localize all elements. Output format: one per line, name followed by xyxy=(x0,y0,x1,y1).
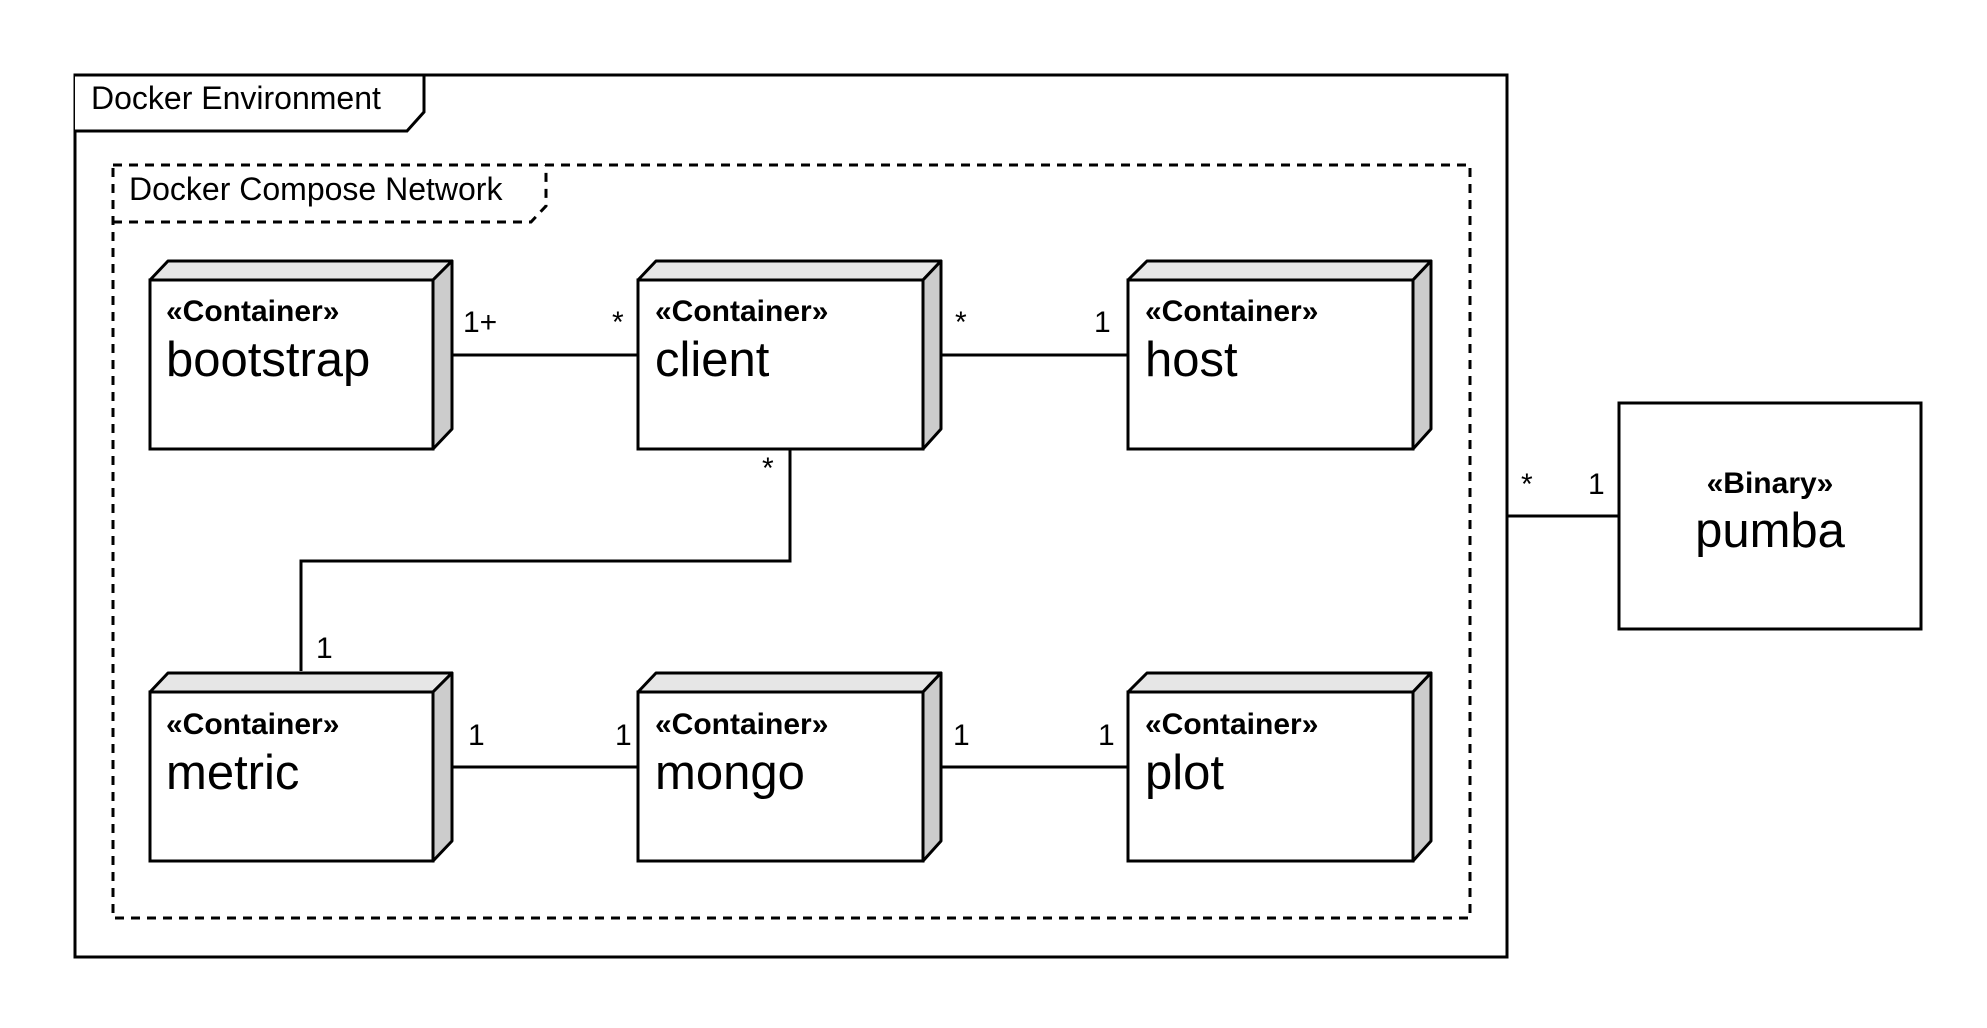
node-top-face xyxy=(636,671,943,694)
node-name: mongo xyxy=(655,746,805,800)
network-label-tab xyxy=(113,165,548,224)
docker-environment-frame: Docker Environment xyxy=(73,73,1509,959)
network-label: Docker Compose Network xyxy=(129,171,503,207)
connections xyxy=(299,353,1619,769)
mult-environment-pumba-to: 1 xyxy=(1588,468,1605,501)
node-stereotype: «Container» xyxy=(1145,295,1318,328)
node-front-face xyxy=(1126,690,1415,863)
node-top-face xyxy=(1126,259,1433,282)
mult-client-metric-to: 1 xyxy=(316,632,333,665)
node-pumba: «Binary» pumba xyxy=(1617,401,1923,631)
node-name: plot xyxy=(1145,746,1224,800)
mult-client-host-from: * xyxy=(955,306,967,339)
node-front-face xyxy=(636,278,925,451)
node-name: metric xyxy=(166,746,299,800)
node-plot: «Container» plot xyxy=(1126,671,1433,863)
node-front-face xyxy=(1126,278,1415,451)
node-side-face xyxy=(431,671,454,863)
node-stereotype: «Container» xyxy=(655,708,828,741)
edge-client-metric xyxy=(299,449,792,671)
node-top-face xyxy=(636,259,943,282)
mult-client-host-to: 1 xyxy=(1094,306,1111,339)
node-front-face xyxy=(1617,401,1923,631)
environment-label-tab xyxy=(75,73,426,133)
node-stereotype: «Binary» xyxy=(1707,467,1834,500)
multiplicities: 1+ * * 1 * 1 1 1 1 1 * 1 xyxy=(316,306,1605,752)
node-side-face xyxy=(921,671,943,863)
node-top-face xyxy=(1126,671,1433,694)
node-name: host xyxy=(1145,333,1238,387)
mult-client-metric-from: * xyxy=(762,452,774,485)
node-front-face xyxy=(636,690,925,863)
mult-mongo-plot-from: 1 xyxy=(953,719,970,752)
mult-metric-mongo-to: 1 xyxy=(615,719,632,752)
node-side-face xyxy=(1411,259,1433,451)
mult-mongo-plot-to: 1 xyxy=(1098,719,1115,752)
node-bootstrap: «Container» bootstrap xyxy=(148,259,454,451)
environment-label: Docker Environment xyxy=(91,80,381,116)
node-stereotype: «Container» xyxy=(655,295,828,328)
node-name: bootstrap xyxy=(166,333,370,387)
node-client: «Container» client xyxy=(636,259,943,451)
network-border xyxy=(111,163,1472,920)
docker-compose-network-frame: Docker Compose Network xyxy=(111,163,1472,920)
node-top-face xyxy=(148,259,454,282)
node-stereotype: «Container» xyxy=(166,295,339,328)
node-name: pumba xyxy=(1695,504,1846,558)
node-side-face xyxy=(1411,671,1433,863)
mult-bootstrap-client-from: 1+ xyxy=(463,306,497,339)
node-host: «Container» host xyxy=(1126,259,1433,451)
node-stereotype: «Container» xyxy=(166,708,339,741)
node-front-face xyxy=(148,278,435,451)
node-side-face xyxy=(921,259,943,451)
node-mongo: «Container» mongo xyxy=(636,671,943,863)
node-side-face xyxy=(431,259,454,451)
node-top-face xyxy=(148,671,454,694)
node-metric: «Container» metric xyxy=(148,671,454,863)
mult-environment-pumba-from: * xyxy=(1521,468,1533,501)
node-stereotype: «Container» xyxy=(1145,708,1318,741)
node-name: client xyxy=(655,333,770,387)
mult-bootstrap-client-to: * xyxy=(612,306,624,339)
mult-metric-mongo-from: 1 xyxy=(468,719,485,752)
node-front-face xyxy=(148,690,435,863)
